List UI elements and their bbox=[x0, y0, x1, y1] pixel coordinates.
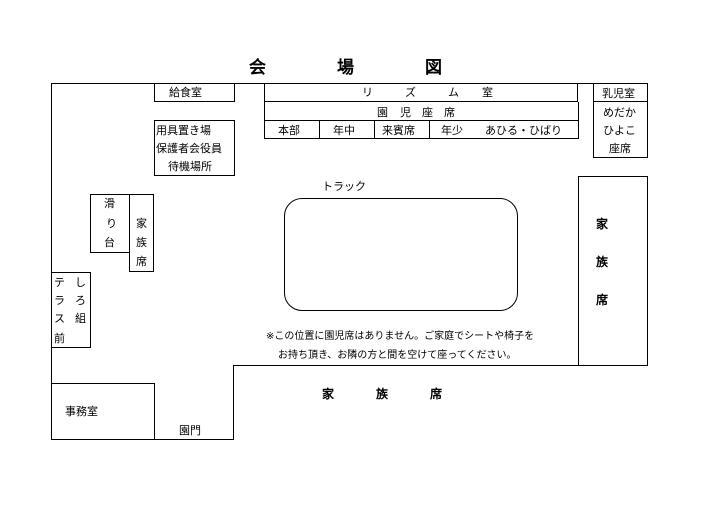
equipment-box bbox=[154, 120, 235, 176]
rhythm-room-char-3: ム bbox=[448, 86, 459, 99]
medaka-label: めだか bbox=[603, 106, 636, 119]
slide-char-1: 滑 bbox=[104, 197, 115, 210]
class-row-top bbox=[264, 120, 578, 121]
family-right-char-1: 家 bbox=[596, 217, 609, 231]
office-label: 事務室 bbox=[65, 405, 98, 418]
terrace-char-2: ラ bbox=[54, 294, 65, 307]
title-char-1: 会 bbox=[249, 58, 266, 78]
shiro-char-1: し bbox=[75, 276, 86, 289]
class-nensho: 年少 bbox=[441, 124, 463, 137]
student-seats-char-2: 児 bbox=[400, 106, 411, 119]
class-nenchu: 年中 bbox=[333, 124, 355, 137]
family-left-char-1: 家 bbox=[136, 217, 147, 230]
family-seats-left-box bbox=[129, 194, 154, 272]
family-bottom-char-3: 席 bbox=[430, 387, 443, 401]
track-shape bbox=[284, 198, 518, 311]
title-char-2: 場 bbox=[337, 58, 354, 78]
shiro-char-2: ろ bbox=[75, 294, 86, 307]
student-seats-char-3: 座 bbox=[422, 106, 433, 119]
family-left-char-3: 席 bbox=[136, 255, 147, 268]
rhythm-room-char-4: 室 bbox=[482, 86, 493, 99]
infant-seat-box bbox=[593, 101, 648, 158]
student-seats-char-4: 席 bbox=[444, 106, 455, 119]
family-left-char-2: 族 bbox=[136, 236, 147, 249]
rhythm-room-char-1: リ bbox=[362, 86, 373, 99]
terrace-char-1: テ bbox=[54, 276, 65, 289]
class-guest-seats: 来賓席 bbox=[382, 124, 415, 137]
student-seats-char-1: 園 bbox=[377, 106, 388, 119]
kitchen-box bbox=[154, 83, 235, 102]
notice-line-2: お持ち頂き、お隣の方と間を空けて座ってください。 bbox=[278, 350, 517, 361]
rhythm-room-box bbox=[264, 83, 578, 102]
parents-officers-label: 保護者会役員 bbox=[156, 142, 222, 155]
terrace-box bbox=[51, 272, 91, 348]
waiting-area-label: 待機場所 bbox=[168, 160, 212, 173]
equipment-label: 用具置き場 bbox=[156, 124, 211, 137]
notice-line-1: ※この位置に園児席はありません。ご家庭でシートや椅子を bbox=[266, 331, 535, 342]
rhythm-room-char-2: ズ bbox=[405, 86, 416, 99]
seat-area-right-edge bbox=[578, 102, 579, 139]
infant-seat-label: 座席 bbox=[609, 142, 631, 155]
infant-room-label: 乳児室 bbox=[602, 87, 635, 100]
family-bottom-char-1: 家 bbox=[322, 387, 335, 401]
slide-char-3: 台 bbox=[104, 236, 115, 249]
shiro-char-3: 組 bbox=[75, 312, 86, 325]
family-right-char-2: 族 bbox=[596, 255, 609, 269]
title-char-3: 図 bbox=[425, 58, 442, 78]
kitchen-label: 給食室 bbox=[169, 86, 202, 99]
class-row-bottom bbox=[264, 138, 578, 139]
family-bottom-char-2: 族 bbox=[376, 387, 389, 401]
class-hq: 本部 bbox=[278, 124, 300, 137]
terrace-char-3: ス bbox=[54, 312, 65, 325]
family-right-char-3: 席 bbox=[596, 293, 609, 307]
track-label: トラック bbox=[322, 180, 366, 193]
office-box bbox=[51, 383, 155, 440]
slide-char-2: り bbox=[106, 217, 117, 230]
terrace-char-4: 前 bbox=[54, 332, 65, 345]
class-ahiru-hibari: あひる・ひばり bbox=[485, 124, 562, 137]
hiyoko-label: ひよこ bbox=[603, 124, 636, 137]
gate-label: 園門 bbox=[179, 424, 201, 437]
